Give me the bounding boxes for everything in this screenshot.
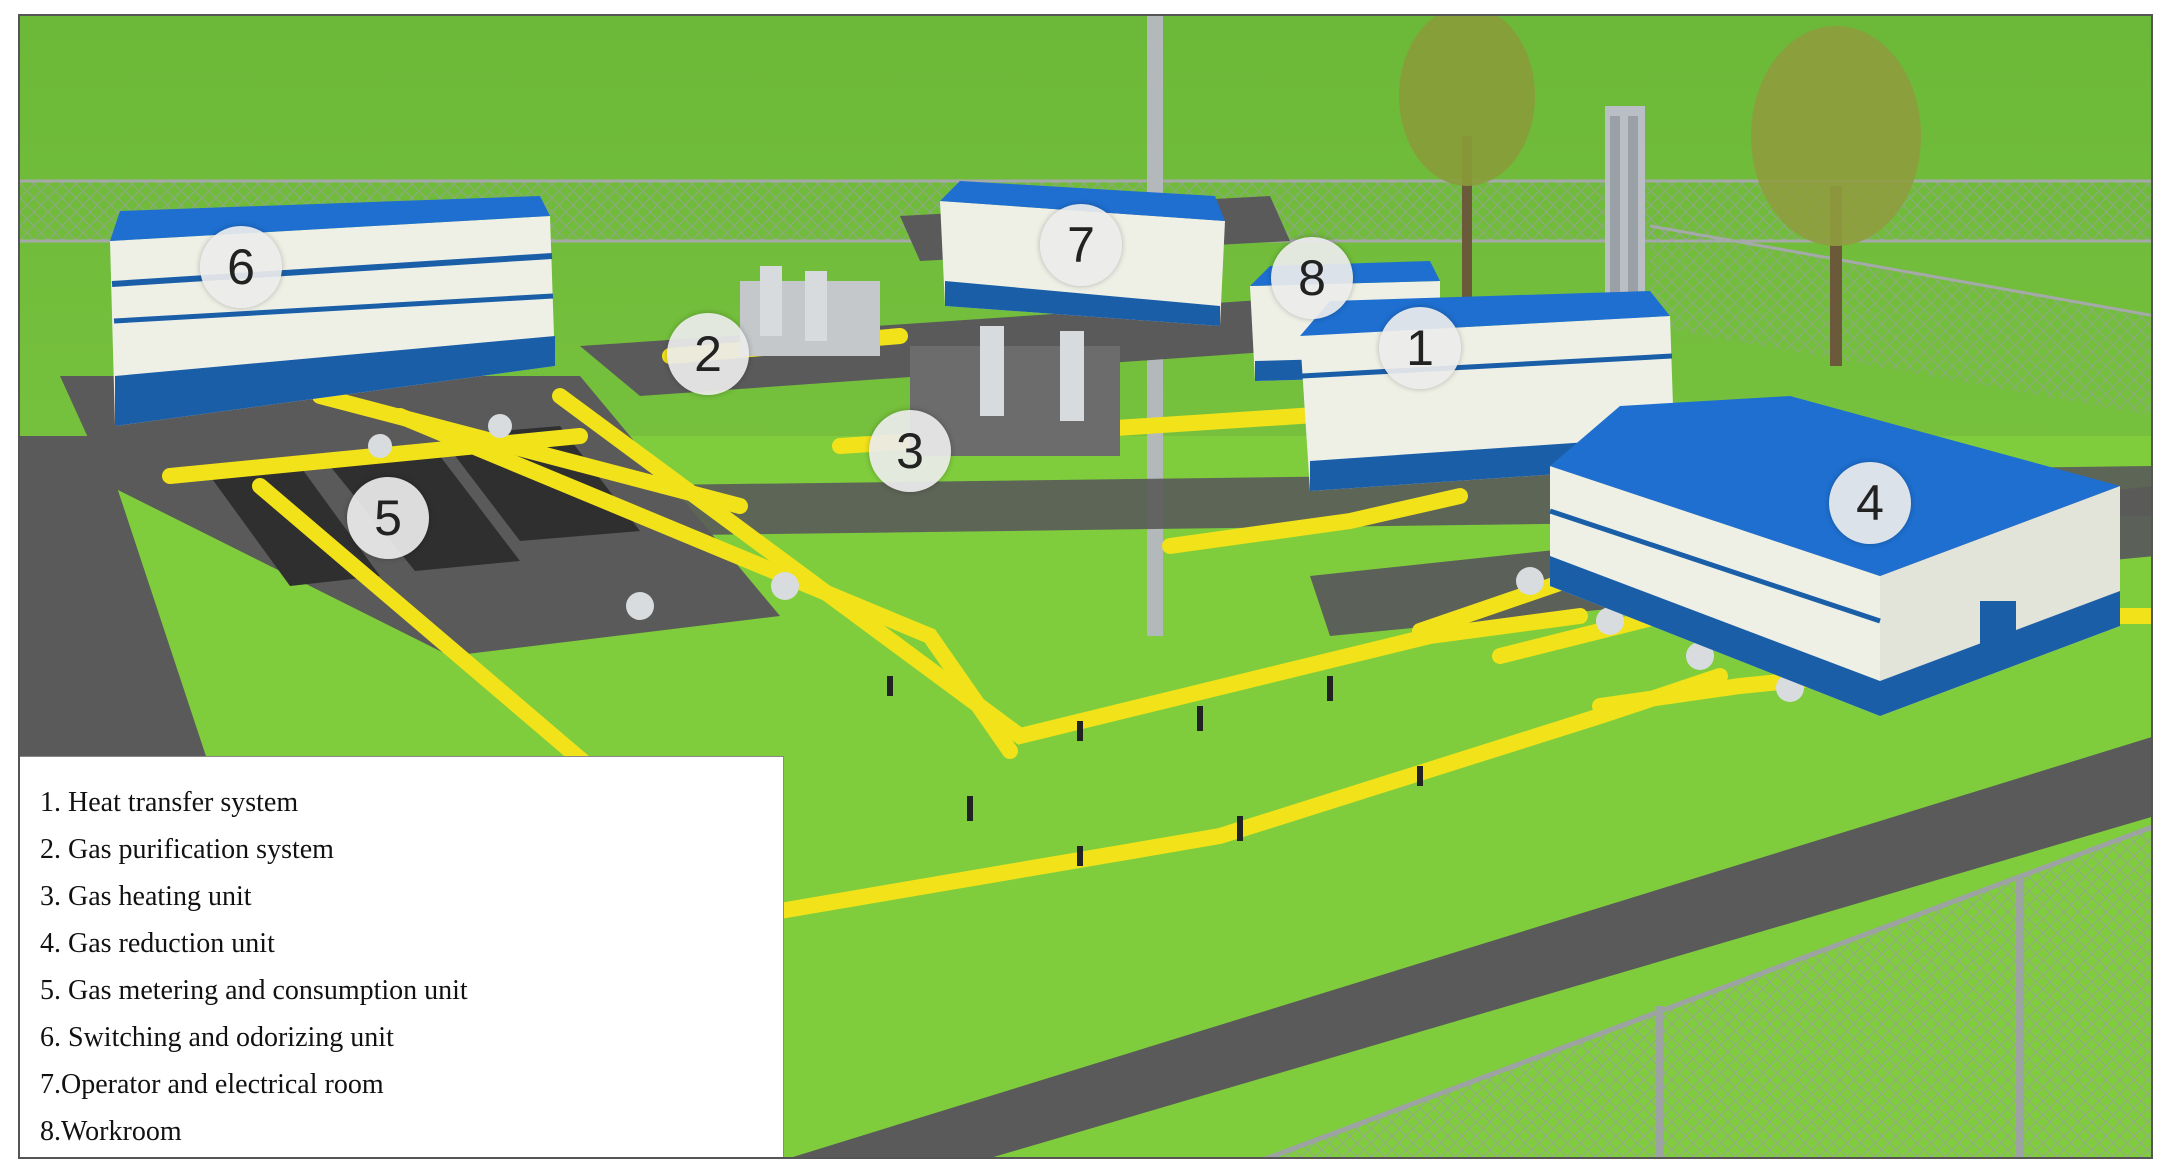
legend-item-1: 1. Heat transfer system bbox=[40, 787, 299, 818]
legend-item-6: 6. Switching and odorizing unit bbox=[40, 1022, 394, 1053]
legend-item-3: 3. Gas heating unit bbox=[40, 881, 252, 912]
marker-2: 2 bbox=[667, 313, 749, 395]
marker-5: 5 bbox=[347, 477, 429, 559]
pipe-supports bbox=[887, 676, 1423, 866]
legend-item-5: 5. Gas metering and consumption unit bbox=[40, 975, 468, 1006]
legend-item-4: 4. Gas reduction unit bbox=[40, 928, 275, 959]
marker-3: 3 bbox=[869, 410, 951, 492]
diagram-frame: 1 2 3 4 5 6 7 8 1. Heat transfer system … bbox=[18, 14, 2153, 1159]
valves bbox=[368, 414, 1804, 702]
marker-7: 7 bbox=[1040, 204, 1122, 286]
right-fence bbox=[1649, 224, 2151, 416]
legend-item-8: 8.Workroom bbox=[40, 1116, 182, 1147]
tree-left bbox=[1399, 16, 1535, 306]
marker-6: 6 bbox=[200, 226, 282, 308]
legend-box: 1. Heat transfer system 2. Gas purificat… bbox=[20, 756, 784, 1157]
front-fence bbox=[1263, 824, 2151, 1157]
marker-4: 4 bbox=[1829, 462, 1911, 544]
marker-8: 8 bbox=[1271, 237, 1353, 319]
marker-1: 1 bbox=[1379, 307, 1461, 389]
legend-item-7: 7.Operator and electrical room bbox=[40, 1069, 384, 1100]
legend-item-2: 2. Gas purification system bbox=[40, 834, 334, 865]
tree-right bbox=[1751, 26, 1921, 366]
